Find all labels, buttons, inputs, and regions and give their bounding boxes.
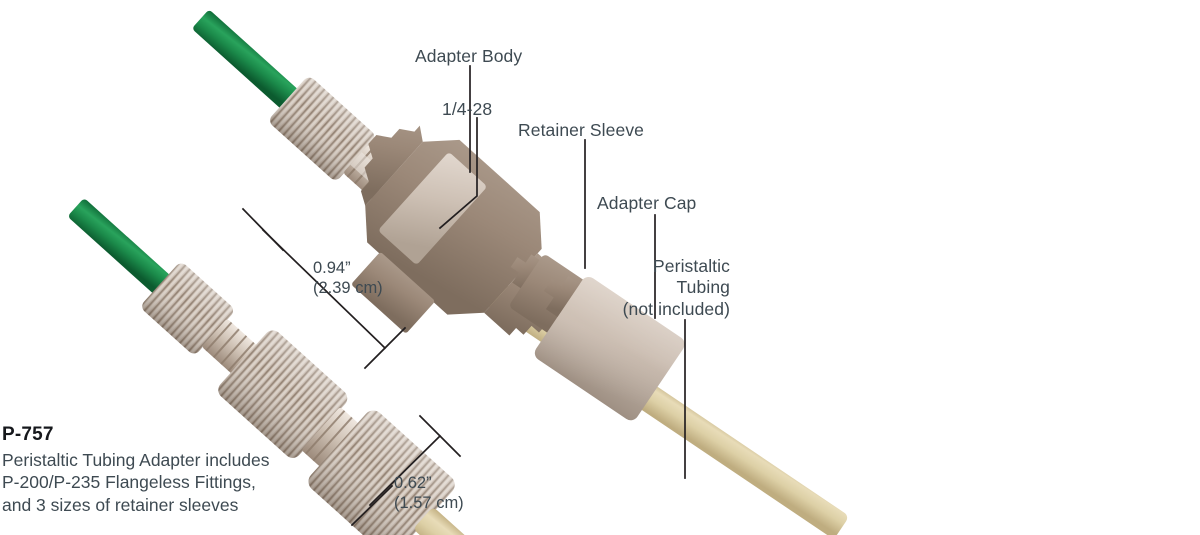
green-tubing [193,10,299,109]
caption-line-2: P-200/P-235 Flangeless Fittings, [2,472,256,493]
callout-peristaltic-tubing: Peristaltic Tubing (not included) [545,256,730,320]
dimension-062 [350,414,462,527]
adapter-body-exploded [352,125,564,336]
dimension-lines [241,207,462,527]
adapter-body-port [379,153,486,264]
dimension-length-metric: (2.39 cm) [313,279,383,298]
dimension-094 [241,207,407,370]
leader-lines [438,65,686,479]
body-thread-left [360,125,423,206]
callout-thread-spec: 1/4-28 [442,99,493,119]
adapter-cap-assembled [308,410,455,535]
callout-adapter-body: Adapter Body [415,46,523,66]
caption-line-1: Peristaltic Tubing Adapter includes [2,450,270,470]
callout-peristaltic-tubing-line1: Peristaltic [653,256,730,276]
dimension-diameter-metric: (1.57 cm) [394,494,464,513]
assembled-adapter [69,199,543,535]
callout-adapter-cap: Adapter Cap [597,193,697,213]
product-caption: P-757 Peristaltic Tubing Adapter include… [2,424,270,516]
product-code: P-757 [2,424,54,445]
green-tubing-assembled [69,199,171,294]
fitting-nut-small [142,263,233,354]
dimension-diameter-inches: 0.62” [394,474,432,492]
dimension-length-inches: 0.94” [313,259,351,277]
coupling-thread [302,407,359,466]
adapter-body-assembled [218,330,348,458]
callout-retainer-sleeve: Retainer Sleeve [518,120,645,140]
caption-line-3: and 3 sizes of retainer sleeves [2,494,239,515]
adapter-cap-exploded [534,275,685,421]
dimension-label-diameter: 0.62” (1.57 cm) [394,473,464,513]
fitting-nut-knurled [270,77,375,180]
dimension-label-length: 0.94” (2.39 cm) [313,258,383,298]
leader-thread-spec [438,117,478,230]
callout-peristaltic-tubing-line2: Tubing [676,277,730,298]
body-thread-stem [352,252,435,333]
callout-peristaltic-tubing-line3: (not included) [622,298,730,319]
